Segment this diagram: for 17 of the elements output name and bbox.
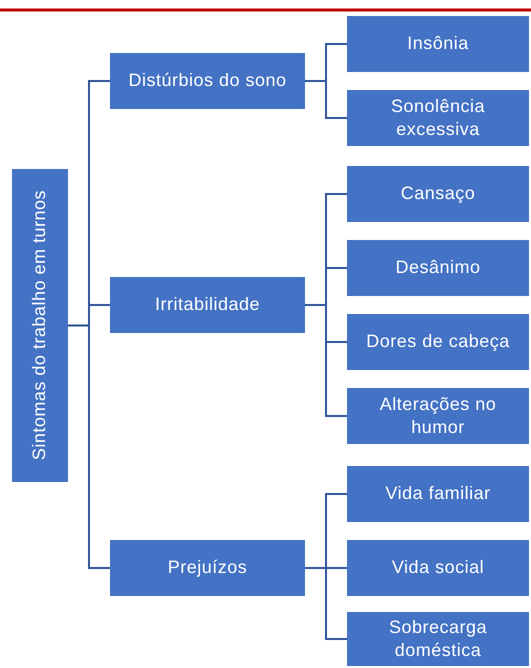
category-box: Cansaço (347, 166, 529, 222)
category-box: Irritabilidade (110, 277, 305, 333)
category-box: Vida social (347, 540, 529, 596)
root-box: Sintomas do trabalho em turnos (12, 169, 68, 482)
category-box: Distúrbios do sono (110, 53, 305, 109)
connector-line (305, 80, 347, 119)
category-box: Alterações no humor (347, 388, 529, 444)
category-box: Vida familiar (347, 466, 529, 522)
connector-line (305, 567, 347, 640)
category-box: Prejuízos (110, 540, 305, 596)
category-box: Dores de cabeça (347, 314, 529, 370)
category-box: Sonolência excessiva (347, 90, 529, 146)
category-box: Sobrecarga doméstica (347, 612, 529, 666)
category-box: Desânimo (347, 240, 529, 296)
category-box: Insônia (347, 16, 529, 72)
connector-line (68, 324, 110, 569)
connector-line (305, 304, 347, 417)
